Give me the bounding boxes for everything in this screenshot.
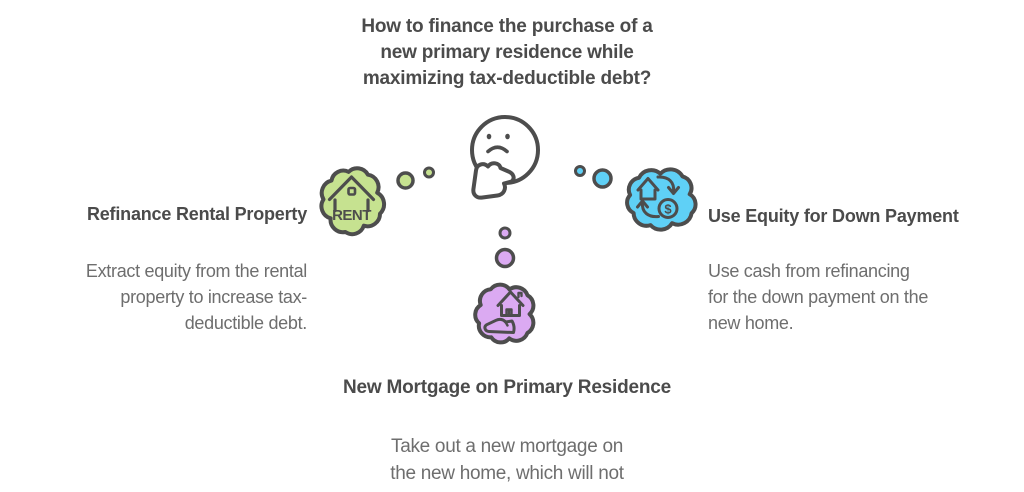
dot-large — [396, 171, 415, 190]
roof — [327, 175, 376, 202]
thinking-face-icon — [470, 115, 540, 200]
bottom-node-body: Take out a new mortgage on the new home,… — [390, 436, 624, 492]
node-left-text: Refinance Rental Property Extract equity… — [0, 185, 307, 354]
giving-hand — [483, 317, 516, 334]
thought-cloud-shape — [319, 166, 387, 237]
arrow-head-down — [667, 186, 680, 195]
window — [347, 186, 357, 196]
arrow-head-up — [636, 199, 649, 209]
dot-small — [498, 226, 512, 240]
left-node-body: Extract equity from the rental property … — [85, 261, 307, 333]
roof — [496, 290, 525, 307]
question-title: How to finance the purchase of a new pri… — [361, 16, 653, 89]
right-eye — [505, 133, 510, 140]
arrow-clockwise-bottom — [640, 201, 660, 219]
thumb-line — [504, 320, 509, 327]
exchange-house — [636, 177, 660, 201]
dot-large — [494, 247, 516, 269]
equity-exchange-cloud-icon: $ — [625, 167, 698, 232]
left-eye — [486, 133, 492, 140]
right-node-body: Use cash from refinancing for the down p… — [708, 261, 929, 333]
bottom-node-title: New Mortgage on Primary Residence — [342, 377, 672, 398]
right-node-title: Use Equity for Down Payment — [708, 206, 959, 226]
rent-house — [327, 175, 376, 213]
node-bottom-text: New Mortgage on Primary Residence Take o… — [0, 358, 1014, 492]
rent-label: RENT — [332, 207, 371, 224]
dollar-coin — [657, 198, 679, 219]
chimney — [517, 291, 523, 299]
door — [505, 308, 513, 317]
mortgage-house — [496, 290, 525, 317]
left-node-title: Refinance Rental Property — [86, 204, 307, 224]
roof — [636, 177, 660, 192]
walls — [333, 198, 370, 213]
frown-mouth — [486, 145, 509, 154]
art-root: RENT $ — [319, 115, 698, 345]
arrow-clockwise-top — [656, 175, 676, 193]
thought-cloud-shape — [473, 282, 536, 345]
thought-dots-bottom — [494, 226, 516, 269]
thought-dots-right — [574, 165, 613, 189]
thought-dots-left — [396, 166, 435, 190]
node-right-text: Use Equity for Down Payment Use cash fro… — [708, 187, 1018, 354]
mortgage-cloud-icon — [473, 282, 536, 345]
dollar-sign: $ — [664, 202, 672, 217]
walls — [639, 188, 657, 201]
dot-small — [423, 166, 435, 179]
rent-house-cloud-icon: RENT — [319, 166, 387, 237]
dot-large — [592, 168, 613, 189]
dot-small — [574, 165, 586, 177]
hand-outline — [483, 317, 516, 334]
hand-on-chin — [471, 161, 516, 200]
